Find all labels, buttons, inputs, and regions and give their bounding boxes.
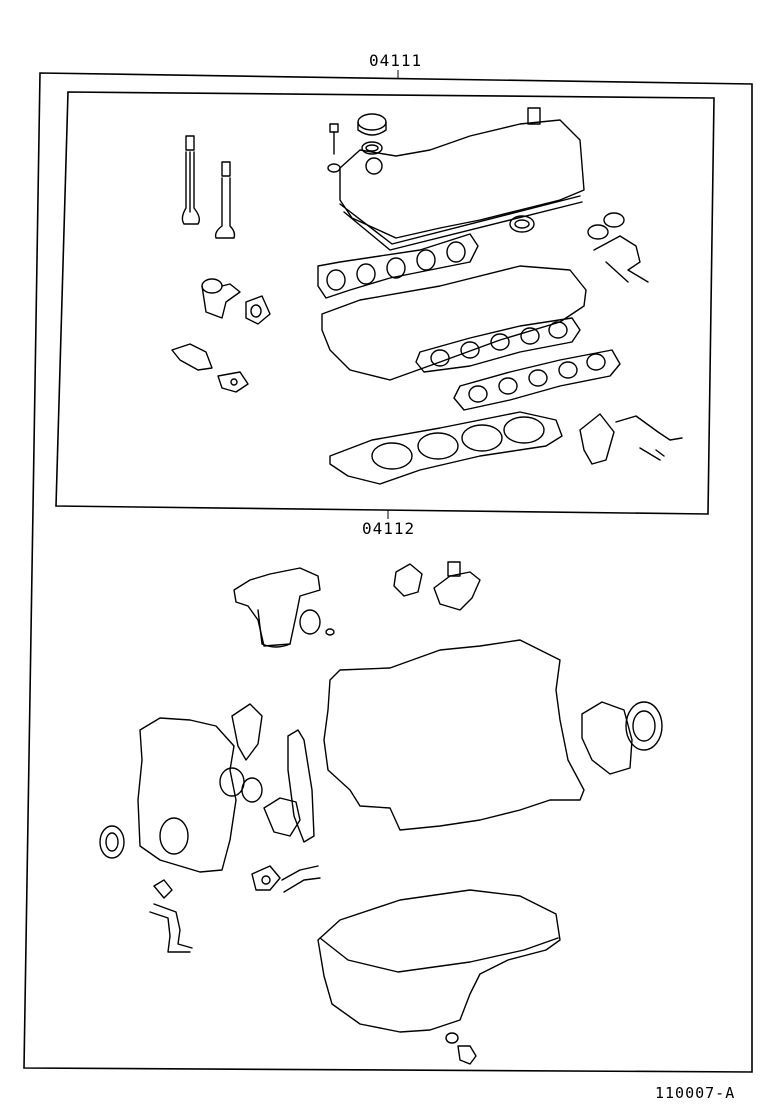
inner-kit-label: 04112	[362, 519, 416, 538]
oil-strainer	[149, 879, 193, 953]
cap-gasket	[361, 141, 383, 155]
valve-intake	[181, 135, 201, 225]
sensor	[171, 343, 249, 393]
fuel-pump	[393, 561, 481, 611]
rear-oil-seal	[581, 701, 663, 775]
bolt	[327, 123, 341, 173]
inner-kit-frame	[55, 91, 715, 515]
oil-pan	[317, 889, 561, 1033]
intake-manifold-gasket	[317, 233, 479, 299]
outer-kit-label: 04111	[369, 51, 423, 70]
water-pump-housing	[233, 567, 321, 648]
exhaust-manifold-gasket-2	[453, 349, 621, 411]
drain-plug	[445, 1032, 477, 1065]
oil-pump	[263, 797, 301, 837]
grommet	[527, 107, 541, 125]
valve-cover	[339, 119, 585, 251]
crank-seals	[99, 767, 263, 859]
outer-kit-frame	[23, 72, 753, 1073]
figure-id-label: 110007-A	[655, 1084, 736, 1102]
valve-exhaust	[214, 161, 236, 239]
strainer-gasket	[251, 865, 321, 893]
seal-ring	[509, 215, 535, 233]
water-inlet-gaskets	[579, 413, 683, 465]
thermostat-housing	[201, 278, 271, 325]
cylinder-head-gasket	[329, 411, 563, 485]
timing-cover	[137, 717, 237, 873]
oil-filler-cap	[357, 113, 387, 136]
pump-seals	[299, 609, 335, 636]
timing-gasket	[231, 703, 315, 843]
exhaust-manifold-gasket-1	[415, 317, 581, 373]
water-outlet	[587, 212, 649, 283]
cylinder-block	[323, 639, 585, 831]
